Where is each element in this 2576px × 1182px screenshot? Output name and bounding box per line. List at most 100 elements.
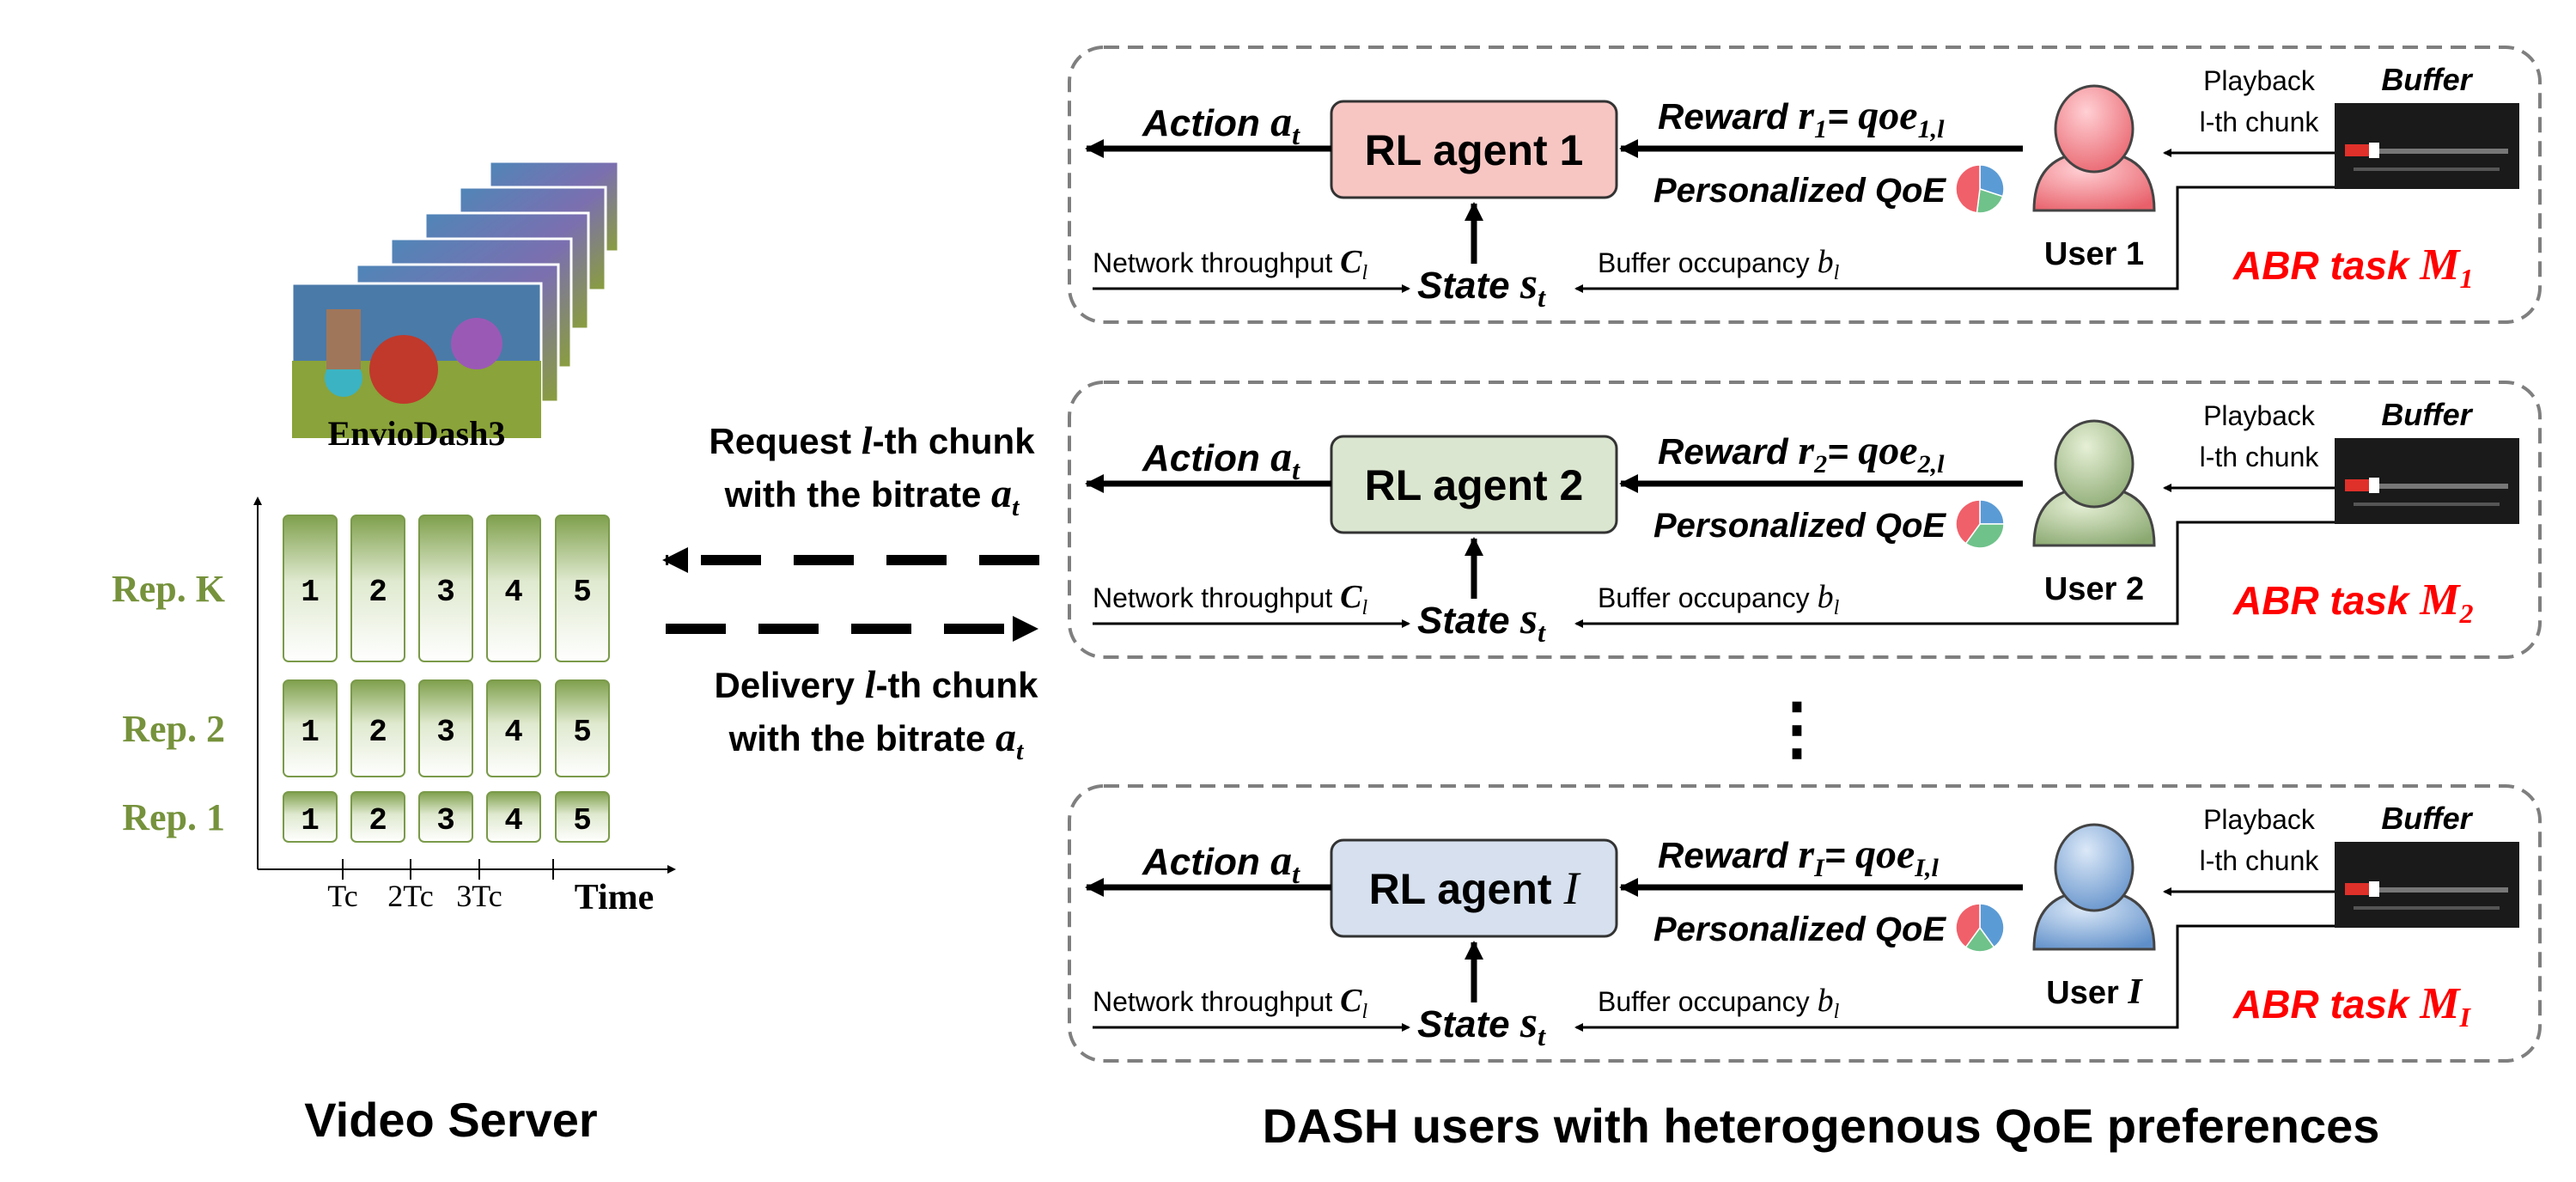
chunk-rect xyxy=(555,515,610,662)
chunk-rect xyxy=(283,515,338,662)
video-name: EnvioDash3 xyxy=(328,414,506,453)
chunk-rect xyxy=(418,791,473,843)
request-label: Request l-th chunk with the bitrate at xyxy=(709,418,1035,521)
chunk-block: 4 xyxy=(486,679,541,777)
reward-label: Reward r2= qoe2,l xyxy=(1658,428,1945,478)
qoe-pie-slice xyxy=(1979,164,2005,198)
chunk-block: 5 xyxy=(555,515,610,662)
qoe-pie-slice xyxy=(1964,523,2005,549)
personalized-qoe-label: Personalized QoE xyxy=(1653,911,1946,948)
buffer-occupancy-arrow xyxy=(1574,186,2335,293)
buffer-occupancy-label: Buffer occupancy bl xyxy=(1598,983,1840,1023)
chunk-number: 2 xyxy=(368,575,387,610)
qoe-pie-slice xyxy=(1955,499,1981,545)
chunk-number: 2 xyxy=(368,803,387,838)
user-label: User I xyxy=(2046,972,2143,1012)
buffer-played xyxy=(2345,883,2369,895)
chunk-block: 1 xyxy=(283,515,338,662)
users-section-title: DASH users with heterogenous QoE prefere… xyxy=(1263,1099,2380,1153)
chunk-block: 2 xyxy=(350,679,405,777)
user-avatar-icon xyxy=(2032,823,2156,951)
chunk-rect xyxy=(555,791,610,843)
svg-text:Request l-th chunk: Request l-th chunk xyxy=(709,418,1035,462)
chunk-rect xyxy=(283,679,338,777)
abr-task-label: ABR task M1 xyxy=(2232,241,2474,294)
time-axis-label: Time xyxy=(575,878,655,917)
panel-border xyxy=(1068,46,2542,324)
playback-chunk-label: l-th chunk xyxy=(2200,442,2320,472)
buffer-label: Buffer xyxy=(2381,801,2473,836)
buffer-label: Buffer xyxy=(2381,397,2473,432)
chunk-block: 2 xyxy=(350,791,405,843)
buffer-image xyxy=(2335,842,2519,928)
chunk-number: 1 xyxy=(301,715,320,750)
chunk-rect xyxy=(418,679,473,777)
chunk-rect xyxy=(283,791,338,843)
chunk-number: 2 xyxy=(368,715,387,750)
time-tick-label: 2Tc xyxy=(387,879,433,913)
buffer-controls xyxy=(2354,503,2500,506)
chunk-number: 5 xyxy=(573,803,592,838)
time-tick-label: 3Tc xyxy=(456,879,502,913)
chunk-block: 2 xyxy=(350,515,405,662)
buffer-played xyxy=(2345,479,2369,491)
user-head xyxy=(2054,84,2134,174)
chunk-rect xyxy=(486,791,541,843)
rep-label: Rep. K xyxy=(112,568,225,610)
personalized-qoe-label: Personalized QoE xyxy=(1653,172,1946,210)
abr-task-label: ABR task MI xyxy=(2232,979,2472,1033)
chunk-number: 1 xyxy=(301,803,320,838)
panel-border xyxy=(1068,784,2542,1063)
buffer-occupancy-arrow xyxy=(1574,924,2335,1032)
chunk-number: 5 xyxy=(573,715,592,750)
chunk-number: 5 xyxy=(573,575,592,610)
chunk-rect xyxy=(350,679,405,777)
reward-label: Reward r1= qoe1,l xyxy=(1658,93,1945,143)
reward-label: Reward rI= qoeI,l xyxy=(1658,832,1939,882)
network-throughput-label: Network throughput Cl xyxy=(1093,983,1368,1023)
rep-label: Rep. 1 xyxy=(122,796,225,838)
chunk-block: 3 xyxy=(418,679,473,777)
abr-task-label: ABR task M2 xyxy=(2232,576,2474,629)
network-throughput-label: Network throughput Cl xyxy=(1093,244,1368,284)
qoe-pie-chart xyxy=(1955,164,2005,214)
svg-text:with the bitrate at: with the bitrate at xyxy=(724,471,1020,521)
playback-label: Playback xyxy=(2203,804,2316,835)
buffer-played xyxy=(2345,144,2369,156)
qoe-pie-slice xyxy=(1979,499,2005,525)
user-head xyxy=(2054,823,2134,912)
chunk-number: 4 xyxy=(504,715,523,750)
svg-text:Delivery l-th chunk: Delivery l-th chunk xyxy=(715,662,1039,706)
users-panels: RL agent 1 Action at Reward r1= qoe1,lPers… xyxy=(1068,46,2542,1063)
buffer-controls xyxy=(2354,168,2500,171)
state-label: State st xyxy=(1417,259,1546,313)
chunk-block: 4 xyxy=(486,515,541,662)
action-label: Action at xyxy=(1142,432,1300,485)
buffer-image xyxy=(2335,103,2519,189)
playback-chunk-label: l-th chunk xyxy=(2200,845,2320,876)
playback-chunk-label: l-th chunk xyxy=(2200,107,2320,137)
user-label: User 1 xyxy=(2044,236,2144,272)
rl-agent-label: RL agent 2 xyxy=(1365,461,1584,509)
buffer-occupancy-label: Buffer occupancy bl xyxy=(1598,244,1840,284)
panel-border xyxy=(1068,381,2542,659)
chunk-number: 1 xyxy=(301,575,320,610)
rl-agent-label: RL agent 1 xyxy=(1365,126,1584,174)
chunk-block: 5 xyxy=(555,791,610,843)
chunk-block: 3 xyxy=(418,791,473,843)
playback-label: Playback xyxy=(2203,400,2316,431)
buffer-occupancy-label: Buffer occupancy bl xyxy=(1598,579,1840,619)
state-label: State st xyxy=(1417,998,1546,1051)
rep-label: Rep. 2 xyxy=(122,708,225,750)
qoe-pie-chart xyxy=(1955,903,2005,953)
chunk-rect xyxy=(350,791,405,843)
buffer-label: Buffer xyxy=(2381,62,2473,97)
chunk-rect xyxy=(486,515,541,662)
video-frames-stack xyxy=(290,160,620,440)
network-throughput-label: Network throughput Cl xyxy=(1093,579,1368,619)
chunk-block: 4 xyxy=(486,791,541,843)
